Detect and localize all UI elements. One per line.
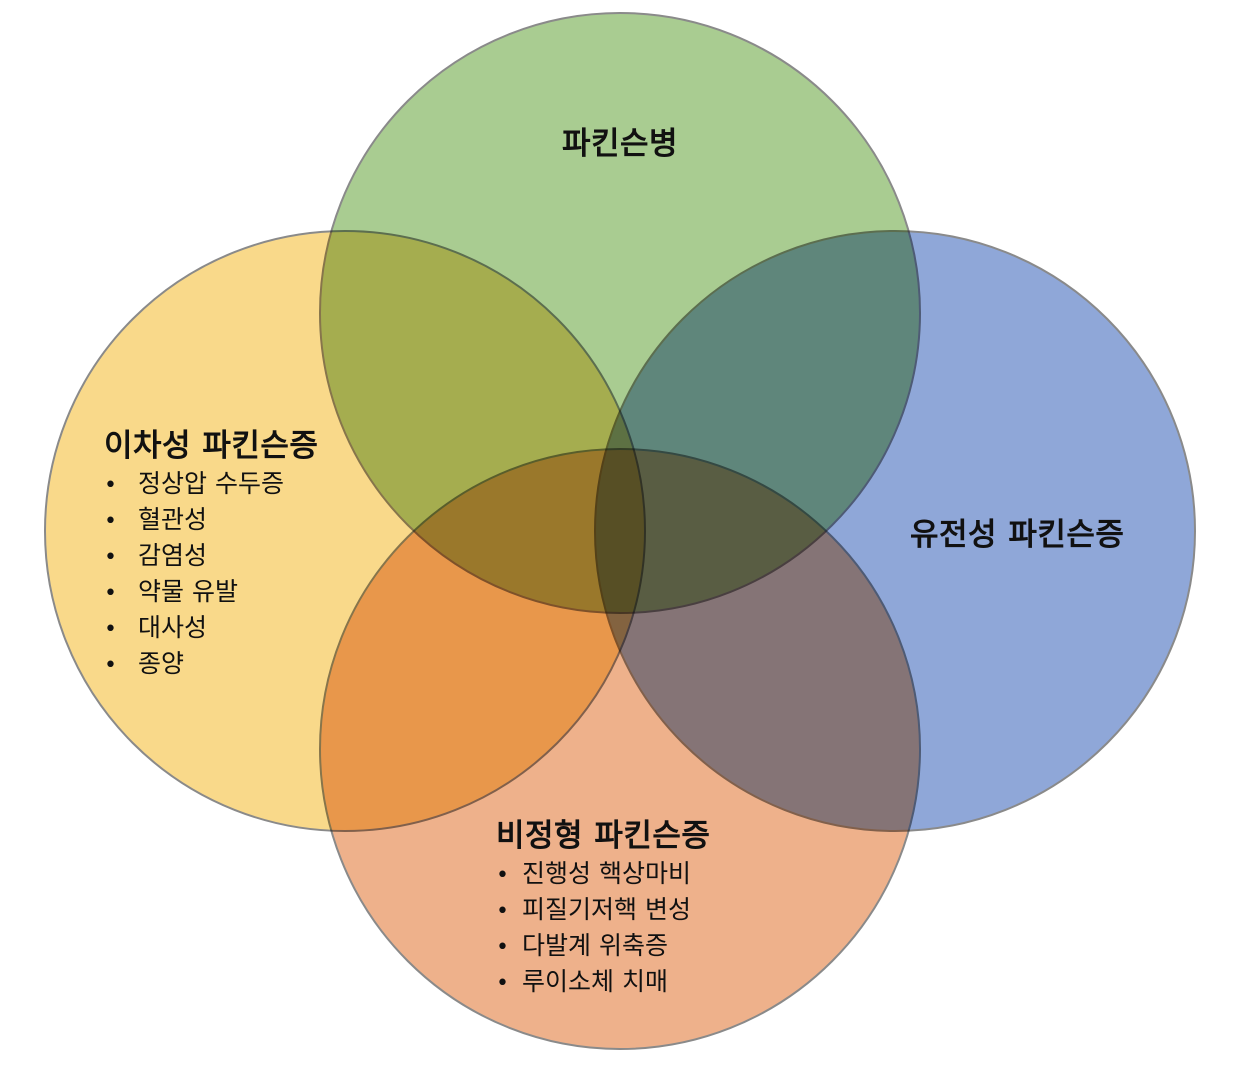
list-item: • 감염성 [104,539,318,575]
bullet-icon: • [104,473,117,498]
list-item: • 대사성 [104,611,318,647]
circle-atypical [319,448,921,1050]
list-item-text: 피질기저핵 변성 [522,895,691,924]
parkinson-label: 파킨슨병 [0,118,1240,163]
bullet-icon: • [496,899,509,924]
list-item: • 피질기저핵 변성 [496,893,710,929]
bullet-icon: • [496,935,509,960]
circle-group [44,12,1196,1050]
list-item: • 다발계 위축증 [496,929,710,965]
genetic-label: 유전성 파킨슨증 [910,509,1124,554]
secondary-title: 이차성 파킨슨증 [104,428,319,464]
secondary-item-list: • 정상압 수두증 • 혈관성 • 감염성 • 약물 유발 • 대사성 • 종양 [104,467,318,683]
atypical-label: 비정형 파킨슨증 • 진행성 핵상마비 • 피질기저핵 변성 • 다발계 위축증 • 루… [496,810,710,1001]
bullet-icon: • [496,863,509,888]
genetic-title: 유전성 파킨슨증 [910,517,1125,553]
list-item-text: 대사성 [138,613,208,642]
list-item-text: 진행성 핵상마비 [522,859,691,888]
bullet-icon: • [104,509,117,534]
list-item-text: 약물 유발 [138,577,238,606]
bullet-icon: • [104,581,117,606]
atypical-item-list: • 진행성 핵상마비 • 피질기저핵 변성 • 다발계 위축증 • 루이소체 치매 [496,857,710,1001]
list-item: • 약물 유발 [104,575,318,611]
bullet-icon: • [104,653,117,678]
list-item: • 진행성 핵상마비 [496,857,710,893]
list-item-text: 혈관성 [138,505,208,534]
list-item: • 루이소체 치매 [496,965,710,1001]
atypical-title: 비정형 파킨슨증 [496,818,711,854]
list-item-text: 감염성 [138,541,208,570]
list-item: • 종양 [104,647,318,683]
list-item: • 정상압 수두증 [104,467,318,503]
list-item-text: 다발계 위축증 [522,931,668,960]
bullet-icon: • [496,971,509,996]
bullet-icon: • [104,617,117,642]
parkinson-title: 파킨슨병 [561,126,679,162]
list-item-text: 루이소체 치매 [522,967,668,996]
list-item-text: 종양 [138,649,185,678]
list-item: • 혈관성 [104,503,318,539]
bullet-icon: • [104,545,117,570]
secondary-label: 이차성 파킨슨증 • 정상압 수두증 • 혈관성 • 감염성 • 약물 유발 • 대사성 … [104,420,318,683]
list-item-text: 정상압 수두증 [138,469,284,498]
